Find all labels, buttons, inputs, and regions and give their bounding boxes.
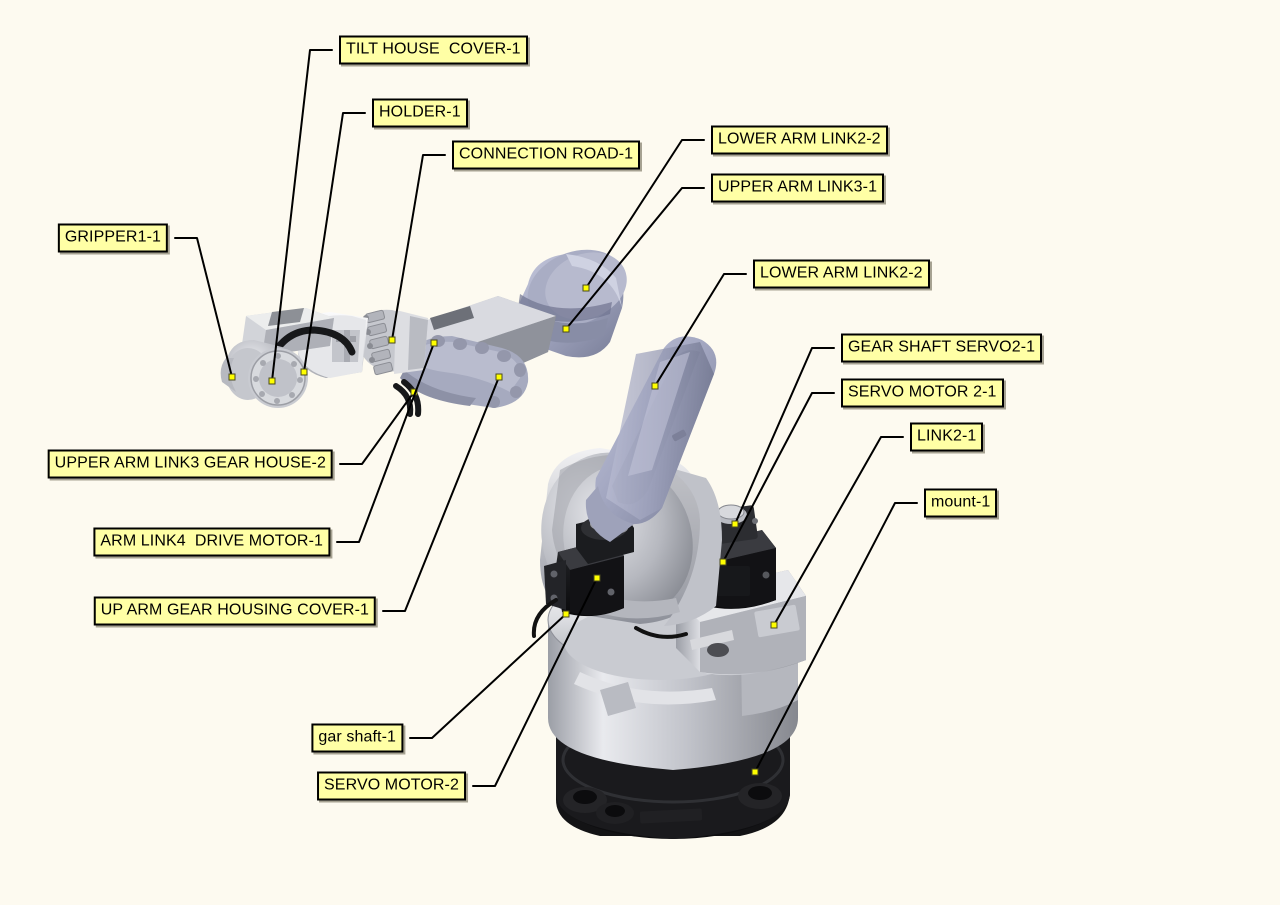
callout-label-connection-road-1[interactable]: CONNECTION ROAD-1 [452, 140, 641, 170]
callout-label-tilt-house-cover-1[interactable]: TILT HOUSE COVER-1 [339, 35, 528, 65]
callout-label-lower-arm-link2-2-mid[interactable]: LOWER ARM LINK2-2 [753, 259, 930, 289]
callout-label-link2-1[interactable]: LINK2-1 [910, 422, 984, 452]
callout-label-gear-shaft-servo2-1[interactable]: GEAR SHAFT SERVO2-1 [841, 333, 1043, 363]
arm-link4-drive-motor-part [360, 309, 428, 376]
callout-label-upper-arm-link3-gear-house-2[interactable]: UPPER ARM LINK3 GEAR HOUSE-2 [47, 449, 333, 479]
callout-label-gripper1-1[interactable]: GRIPPER1-1 [57, 223, 168, 253]
callout-label-mount-1[interactable]: mount-1 [924, 488, 998, 518]
callout-label-gar-shaft-1[interactable]: gar shaft-1 [311, 723, 403, 753]
callout-label-servo-motor-2[interactable]: SERVO MOTOR-2 [317, 771, 466, 801]
callout-label-lower-arm-link2-2-top[interactable]: LOWER ARM LINK2-2 [711, 125, 888, 155]
callout-label-upper-arm-link3-1[interactable]: UPPER ARM LINK3-1 [711, 173, 885, 203]
callout-label-holder-1[interactable]: HOLDER-1 [372, 98, 468, 128]
callout-label-up-arm-gear-housing-cover-1[interactable]: UP ARM GEAR HOUSING COVER-1 [93, 596, 376, 626]
callout-label-arm-link4-drive-motor-1[interactable]: ARM LINK4 DRIVE MOTOR-1 [93, 527, 330, 557]
callout-label-servo-motor-2-1[interactable]: SERVO MOTOR 2-1 [841, 378, 1004, 408]
